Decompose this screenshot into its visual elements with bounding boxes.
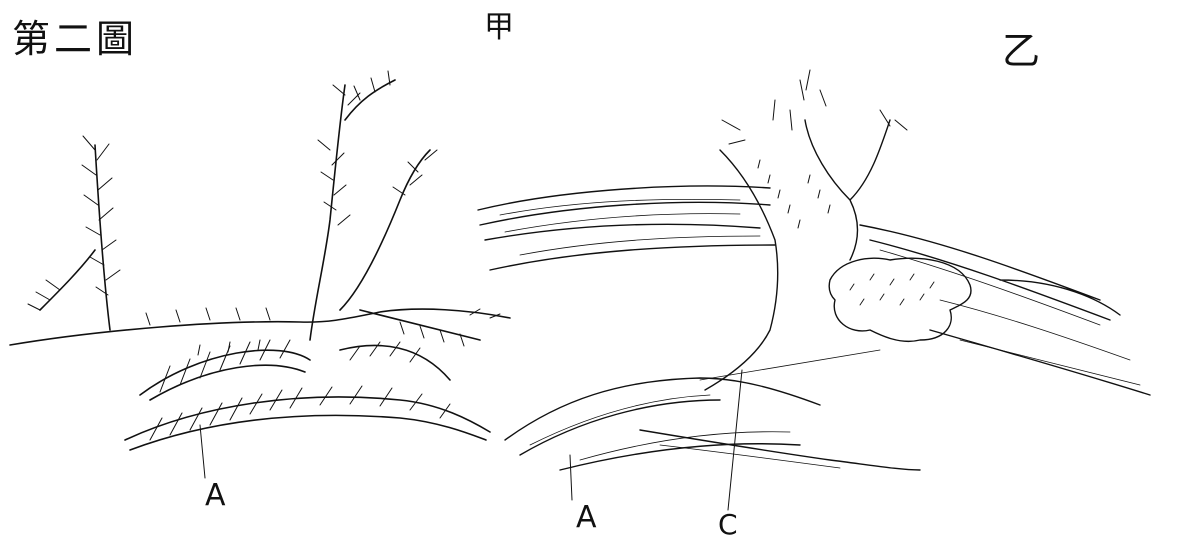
label-a-left: A xyxy=(205,478,226,513)
right-right-bundle xyxy=(860,225,1150,395)
right-lower-bundle xyxy=(505,378,920,470)
right-stalk-outline xyxy=(705,120,890,390)
label-a-right: A xyxy=(576,500,597,535)
right-c-leader xyxy=(728,370,742,510)
left-side-branch xyxy=(360,310,480,340)
right-upper-bundle xyxy=(478,186,775,270)
panel-label-right: 乙 xyxy=(1002,20,1040,75)
left-left-branch-2 xyxy=(40,250,95,310)
right-gland-blob xyxy=(829,258,971,341)
left-twist-hatching-lower xyxy=(150,386,450,440)
panel-label-left: 甲 xyxy=(484,2,514,46)
left-left-branch-1 xyxy=(95,145,110,330)
right-gland-marks xyxy=(850,274,934,305)
right-a-leader xyxy=(570,455,572,500)
right-panel-drawing xyxy=(478,70,1150,510)
left-a-leader xyxy=(200,425,205,478)
right-upper-bundle-fibres xyxy=(500,199,760,255)
left-twisted-strand-upper xyxy=(140,345,450,400)
left-right-branch xyxy=(340,150,430,310)
left-twisted-strand-lower xyxy=(125,397,490,450)
right-lower-bundle-fibres xyxy=(530,350,880,468)
figure-title: 第二圖 xyxy=(12,8,138,63)
right-right-bundle-fibres xyxy=(880,250,1140,385)
left-central-branch xyxy=(310,85,345,340)
left-panel-drawing xyxy=(10,71,510,478)
label-c-right: C xyxy=(718,508,738,541)
